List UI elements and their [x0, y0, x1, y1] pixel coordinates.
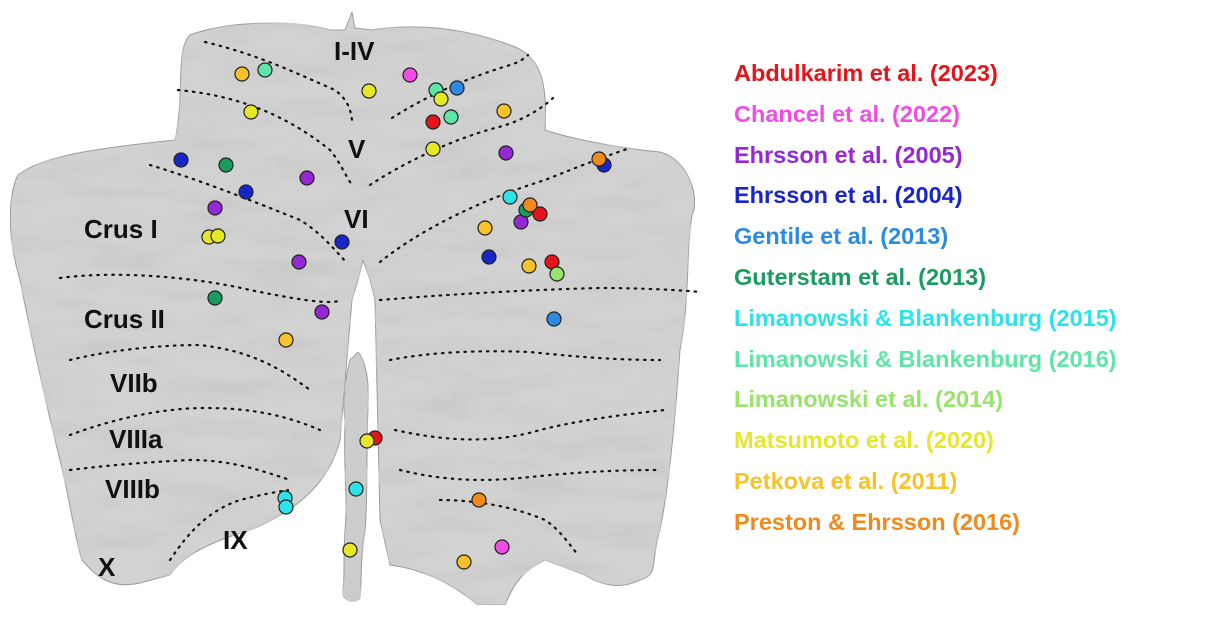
focus-ehrsson-2004 [335, 235, 349, 249]
focus-guterstam-2013 [208, 291, 222, 305]
focus-ehrsson-2005 [300, 171, 314, 185]
lobule-label-viiib: VIIIb [105, 474, 160, 504]
focus-gentile-2013 [450, 81, 464, 95]
lobule-label-viib: VIIb [110, 368, 158, 398]
legend-item-limanowski-et-al-2014: Limanowski et al. (2014) [734, 382, 1117, 423]
focus-ehrsson-2005 [292, 255, 306, 269]
legend-item-gentile-2013: Gentile et al. (2013) [734, 219, 1117, 260]
focus-matsumoto-2020 [434, 92, 448, 106]
focus-gentile-2013 [547, 312, 561, 326]
focus-chancel-2022 [495, 540, 509, 554]
lobule-label-crus-i: Crus I [84, 214, 158, 244]
lobule-label-ix: IX [223, 525, 248, 555]
focus-ehrsson-2004 [174, 153, 188, 167]
legend-item-petkova-2011: Petkova et al. (2011) [734, 464, 1117, 505]
legend-item-ehrsson-2004: Ehrsson et al. (2004) [734, 178, 1117, 219]
legend-item-limanowski-blankenburg-2016: Limanowski & Blankenburg (2016) [734, 342, 1117, 383]
legend-item-abdulkarim-2023: Abdulkarim et al. (2023) [734, 56, 1117, 97]
focus-petkova-2011 [235, 67, 249, 81]
lobule-label-v: V [348, 134, 366, 164]
focus-ehrsson-2004 [239, 185, 253, 199]
focus-limanowski-et-al-2014 [550, 267, 564, 281]
focus-limanowski-blankenburg-2016 [258, 63, 272, 77]
focus-ehrsson-2005 [315, 305, 329, 319]
focus-matsumoto-2020 [244, 105, 258, 119]
focus-matsumoto-2020 [343, 543, 357, 557]
focus-limanowski-blankenburg-2015 [349, 482, 363, 496]
focus-petkova-2011 [457, 555, 471, 569]
focus-ehrsson-2005 [499, 146, 513, 160]
focus-matsumoto-2020 [211, 229, 225, 243]
legend-item-guterstam-2013: Guterstam et al. (2013) [734, 260, 1117, 301]
focus-petkova-2011 [522, 259, 536, 273]
legend-item-matsumoto-2020: Matsumoto et al. (2020) [734, 423, 1117, 464]
focus-ehrsson-2005 [208, 201, 222, 215]
focus-petkova-2011 [478, 221, 492, 235]
focus-limanowski-blankenburg-2016 [444, 110, 458, 124]
focus-matsumoto-2020 [362, 84, 376, 98]
focus-guterstam-2013 [219, 158, 233, 172]
focus-petkova-2011 [497, 104, 511, 118]
focus-abdulkarim-2023 [426, 115, 440, 129]
legend-item-preston-ehrsson-2016: Preston & Ehrsson (2016) [734, 505, 1117, 546]
focus-matsumoto-2020 [360, 434, 374, 448]
focus-preston-ehrsson-2016 [472, 493, 486, 507]
lobule-label-viiia: VIIIa [109, 424, 163, 454]
study-legend: Abdulkarim et al. (2023) Chancel et al. … [734, 56, 1117, 546]
legend-item-ehrsson-2005: Ehrsson et al. (2005) [734, 138, 1117, 179]
focus-preston-ehrsson-2016 [592, 152, 606, 166]
focus-chancel-2022 [403, 68, 417, 82]
focus-matsumoto-2020 [426, 142, 440, 156]
focus-preston-ehrsson-2016 [523, 198, 537, 212]
lobule-label-crus-ii: Crus II [84, 304, 165, 334]
focus-limanowski-blankenburg-2015 [503, 190, 517, 204]
cerebellar-flatmap: I-IV V VI Crus I Crus II VIIb VIIIa VIII… [0, 0, 720, 625]
legend-item-chancel-2022: Chancel et al. (2022) [734, 97, 1117, 138]
focus-ehrsson-2004 [482, 250, 496, 264]
lobule-label-vi: VI [344, 204, 369, 234]
lobule-label-x: X [98, 552, 116, 582]
focus-limanowski-blankenburg-2015 [279, 500, 293, 514]
legend-item-limanowski-blankenburg-2015: Limanowski & Blankenburg (2015) [734, 301, 1117, 342]
lobule-label-i-iv: I-IV [334, 36, 375, 66]
focus-petkova-2011 [279, 333, 293, 347]
